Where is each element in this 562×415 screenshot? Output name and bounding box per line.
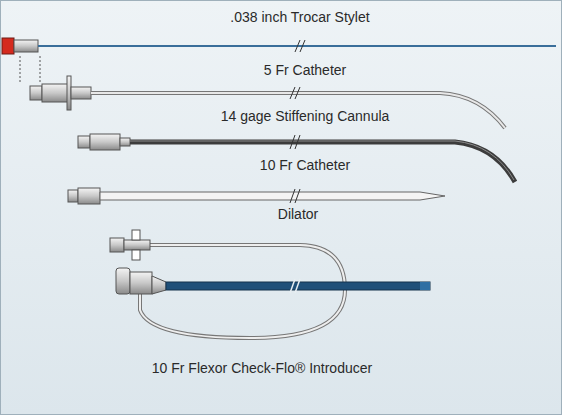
part-label: 5 Fr Catheter <box>264 62 346 79</box>
part-label: Dilator <box>278 206 318 223</box>
part-label: 14 gage Stiffening Cannula <box>221 108 390 125</box>
part-label: 10 Fr Catheter <box>260 157 350 174</box>
part-label: .038 inch Trocar Stylet <box>230 9 369 26</box>
part-label: 10 Fr Flexor Check-Flo® Introducer <box>152 360 372 377</box>
